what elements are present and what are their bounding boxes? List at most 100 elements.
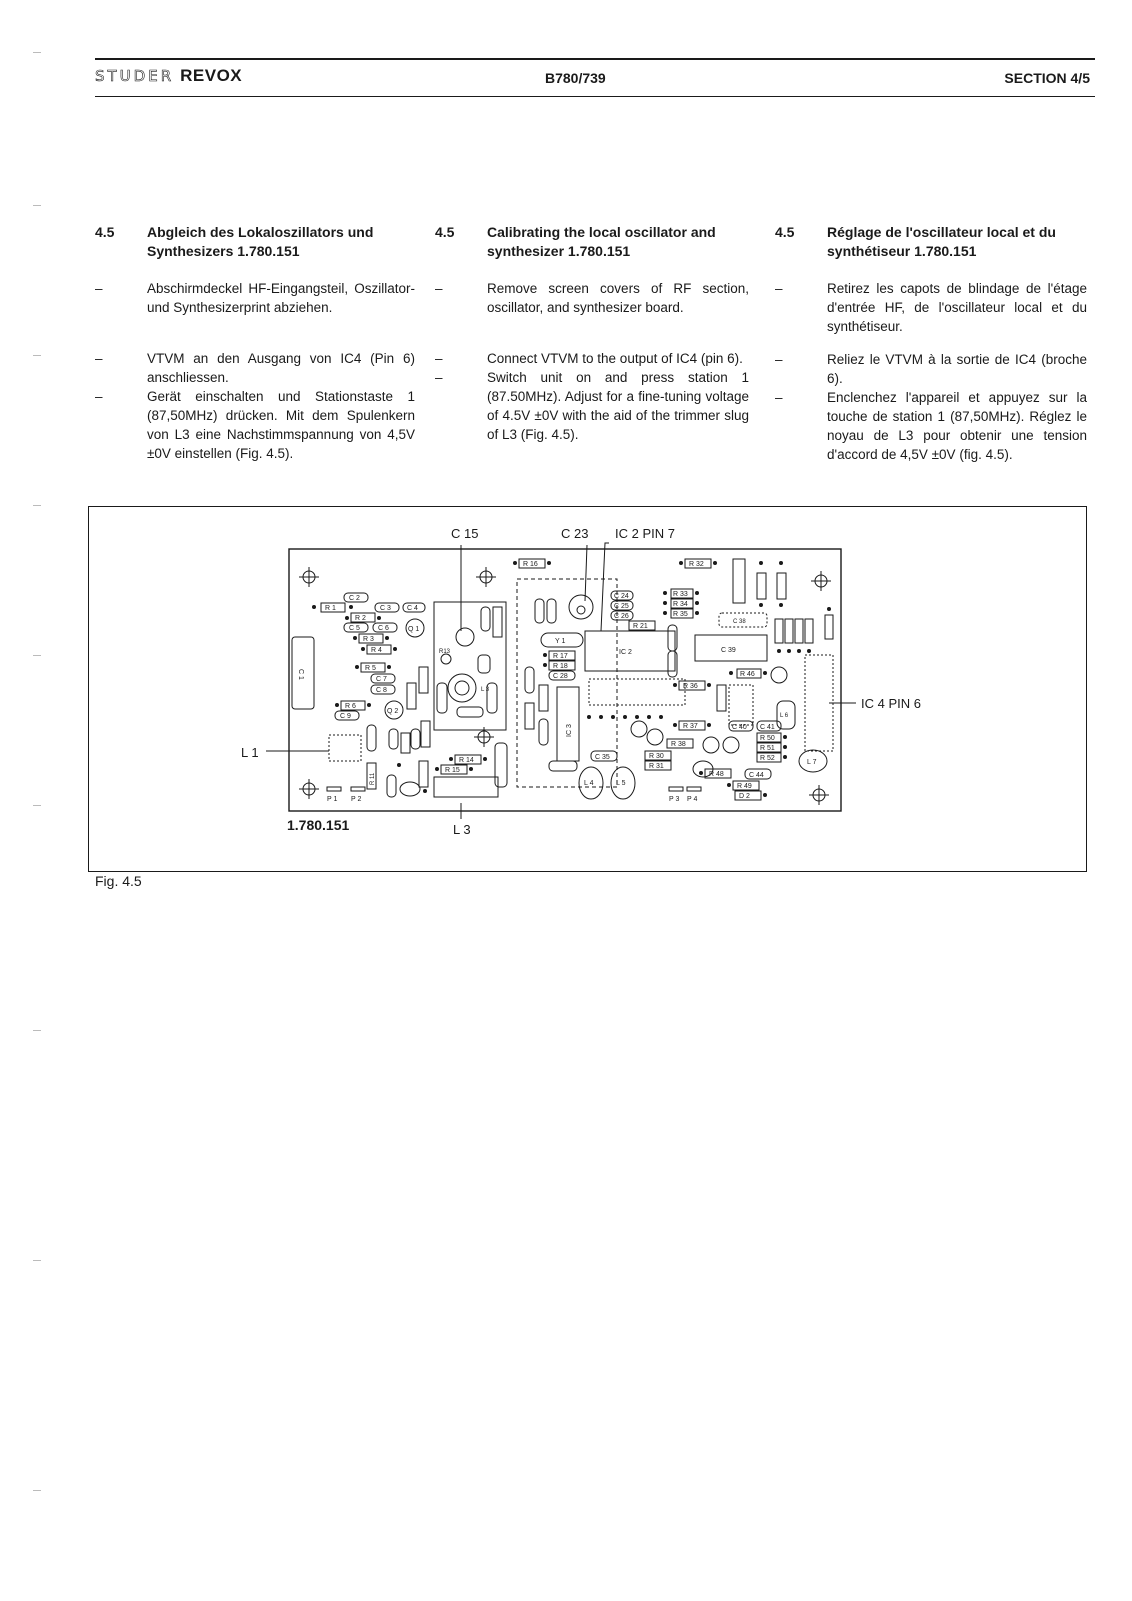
mounting-hole bbox=[299, 779, 319, 799]
pcb-part-r32 bbox=[684, 558, 712, 569]
instruction-text: Abschirmdeckel HF-Eingangsteil, Oszillat… bbox=[147, 281, 415, 315]
instruction-item: – Switch unit on and press station 1 (87… bbox=[435, 368, 749, 444]
pcb-part-r49 bbox=[732, 780, 760, 791]
pcb-part-r10 bbox=[420, 720, 431, 748]
pcb-part-q1 bbox=[405, 618, 425, 638]
pcb-part-c24 bbox=[534, 598, 545, 624]
pcb-part-r34 bbox=[670, 598, 694, 609]
pcb-part-r31 bbox=[644, 760, 672, 771]
column-english: 4.5 Calibrating the local oscillator and… bbox=[435, 223, 749, 444]
pcb-part-r5 bbox=[360, 662, 386, 673]
callout-c15: C 15 bbox=[451, 526, 478, 541]
pcb-label: R 34 bbox=[673, 601, 688, 608]
pcb-part-c42 bbox=[722, 736, 740, 754]
pcb-part-c41 bbox=[756, 720, 782, 732]
bullet-dash: – bbox=[775, 390, 783, 405]
pcb-part-l4 bbox=[578, 766, 604, 800]
pcb-label: R 37 bbox=[683, 723, 698, 730]
pcb-part-r7 bbox=[406, 682, 417, 710]
pcb-part-c24b bbox=[610, 590, 634, 601]
pcb-part-d2 bbox=[734, 790, 762, 801]
pcb-label: C 8 bbox=[376, 687, 387, 694]
instruction-text: Connect VTVM to the output of IC4 (pin 6… bbox=[487, 351, 743, 366]
pcb-label: C 44 bbox=[749, 772, 764, 779]
pcb-part-c13 bbox=[386, 774, 397, 798]
pcb-label: R 16 bbox=[523, 561, 538, 568]
pcb-label: C 35 bbox=[595, 754, 610, 761]
bullet-dash: – bbox=[435, 281, 443, 296]
pcb-part-r3 bbox=[358, 633, 384, 644]
pcb-label: C 5 bbox=[349, 625, 360, 632]
pcb-part-r30 bbox=[644, 750, 672, 761]
pcb-part-c19 bbox=[486, 682, 498, 714]
pcb-label: P 2 bbox=[351, 796, 361, 803]
pcb-part-r38 bbox=[666, 738, 694, 749]
pcb-part-c44 bbox=[744, 768, 772, 780]
model-number: B780/739 bbox=[545, 70, 606, 86]
pcb-part-p1 bbox=[326, 786, 342, 792]
instruction-text: Gerät einschalten und Stationstaste 1 (8… bbox=[147, 389, 415, 461]
margin-mark bbox=[33, 1260, 41, 1261]
pcb-part-c9 bbox=[334, 710, 360, 721]
pcb-part-c1 bbox=[291, 636, 315, 710]
pcb-label: L 7 bbox=[807, 759, 817, 766]
pcb-part-r16 bbox=[518, 558, 546, 569]
pcb-part-r12 bbox=[418, 760, 429, 788]
pcb-label: R 50 bbox=[760, 735, 775, 742]
callout-c23: C 23 bbox=[561, 526, 588, 541]
pcb-part-r40 bbox=[776, 572, 787, 600]
column-french: 4.5 Réglage de l'oscillateur local et du… bbox=[775, 223, 1087, 464]
pcb-part-r18 bbox=[548, 660, 576, 671]
pcb-label: L 4 bbox=[584, 780, 594, 787]
pcb-label: C 41 bbox=[760, 724, 775, 731]
pcb-part-q6 bbox=[702, 736, 720, 754]
mounting-hole bbox=[811, 571, 831, 591]
margin-mark bbox=[33, 1490, 41, 1491]
bullet-dash: – bbox=[435, 351, 443, 366]
pcb-label: C 1 bbox=[297, 669, 304, 680]
pcb-part-c32 bbox=[538, 718, 549, 746]
pcb-part-r11 bbox=[366, 762, 377, 790]
pcb-part-c40 bbox=[728, 720, 754, 732]
instruction-item: – Gerät einschalten und Stationstaste 1 … bbox=[95, 387, 415, 463]
pcb-label: Y 1 bbox=[555, 638, 565, 645]
pcb-label: C 9 bbox=[340, 713, 351, 720]
pcb-part-c1b bbox=[477, 654, 491, 674]
margin-mark bbox=[33, 205, 41, 206]
pcb-part-c11 bbox=[388, 728, 399, 750]
instruction-text: Retirez les capots de blindage de l'étag… bbox=[827, 281, 1087, 334]
pcb-label: R 52 bbox=[760, 755, 775, 762]
instruction-item: – Retirez les capots de blindage de l'ét… bbox=[775, 279, 1087, 336]
pcb-part-p3 bbox=[668, 786, 684, 792]
pcb-part-l3-coil bbox=[447, 673, 477, 703]
header-top-rule bbox=[95, 58, 1095, 60]
pcb-part-r42 bbox=[784, 618, 794, 644]
brand-studer: STUDER bbox=[95, 67, 175, 86]
bullet-dash: – bbox=[435, 370, 443, 385]
pcb-part-c8 bbox=[370, 684, 396, 695]
pcb-part-c23-trimmer bbox=[568, 594, 594, 620]
pcb-part-c5 bbox=[343, 622, 369, 633]
pcb-part-r47 bbox=[716, 684, 727, 712]
pcb-part-l6 bbox=[776, 700, 796, 730]
pcb-part-r52 bbox=[756, 752, 782, 763]
pcb-label: R13 bbox=[439, 649, 451, 655]
pcb-part-c30 bbox=[667, 650, 678, 678]
pcb-part-r44 bbox=[804, 618, 814, 644]
section-number: SECTION 4/5 bbox=[1004, 70, 1090, 86]
pcb-label: R 4 bbox=[371, 647, 382, 654]
instruction-item: – Remove screen covers of RF section, os… bbox=[435, 279, 749, 317]
pcb-part-r6 bbox=[340, 700, 366, 711]
pcb-label: C 38 bbox=[733, 619, 746, 625]
pcb-part-r2 bbox=[350, 612, 376, 623]
mounting-hole bbox=[809, 785, 829, 805]
pcb-part-r14 bbox=[454, 754, 482, 765]
pcb-label: P 3 bbox=[669, 796, 679, 803]
bullet-dash: – bbox=[775, 281, 783, 296]
pcb-part-c15-trimmer bbox=[455, 627, 475, 647]
pcb-label: C 4 bbox=[407, 605, 418, 612]
pcb-label: L 5 bbox=[616, 780, 626, 787]
pcb-part-l3-core bbox=[454, 680, 470, 696]
pcb-label: R 18 bbox=[553, 663, 568, 670]
